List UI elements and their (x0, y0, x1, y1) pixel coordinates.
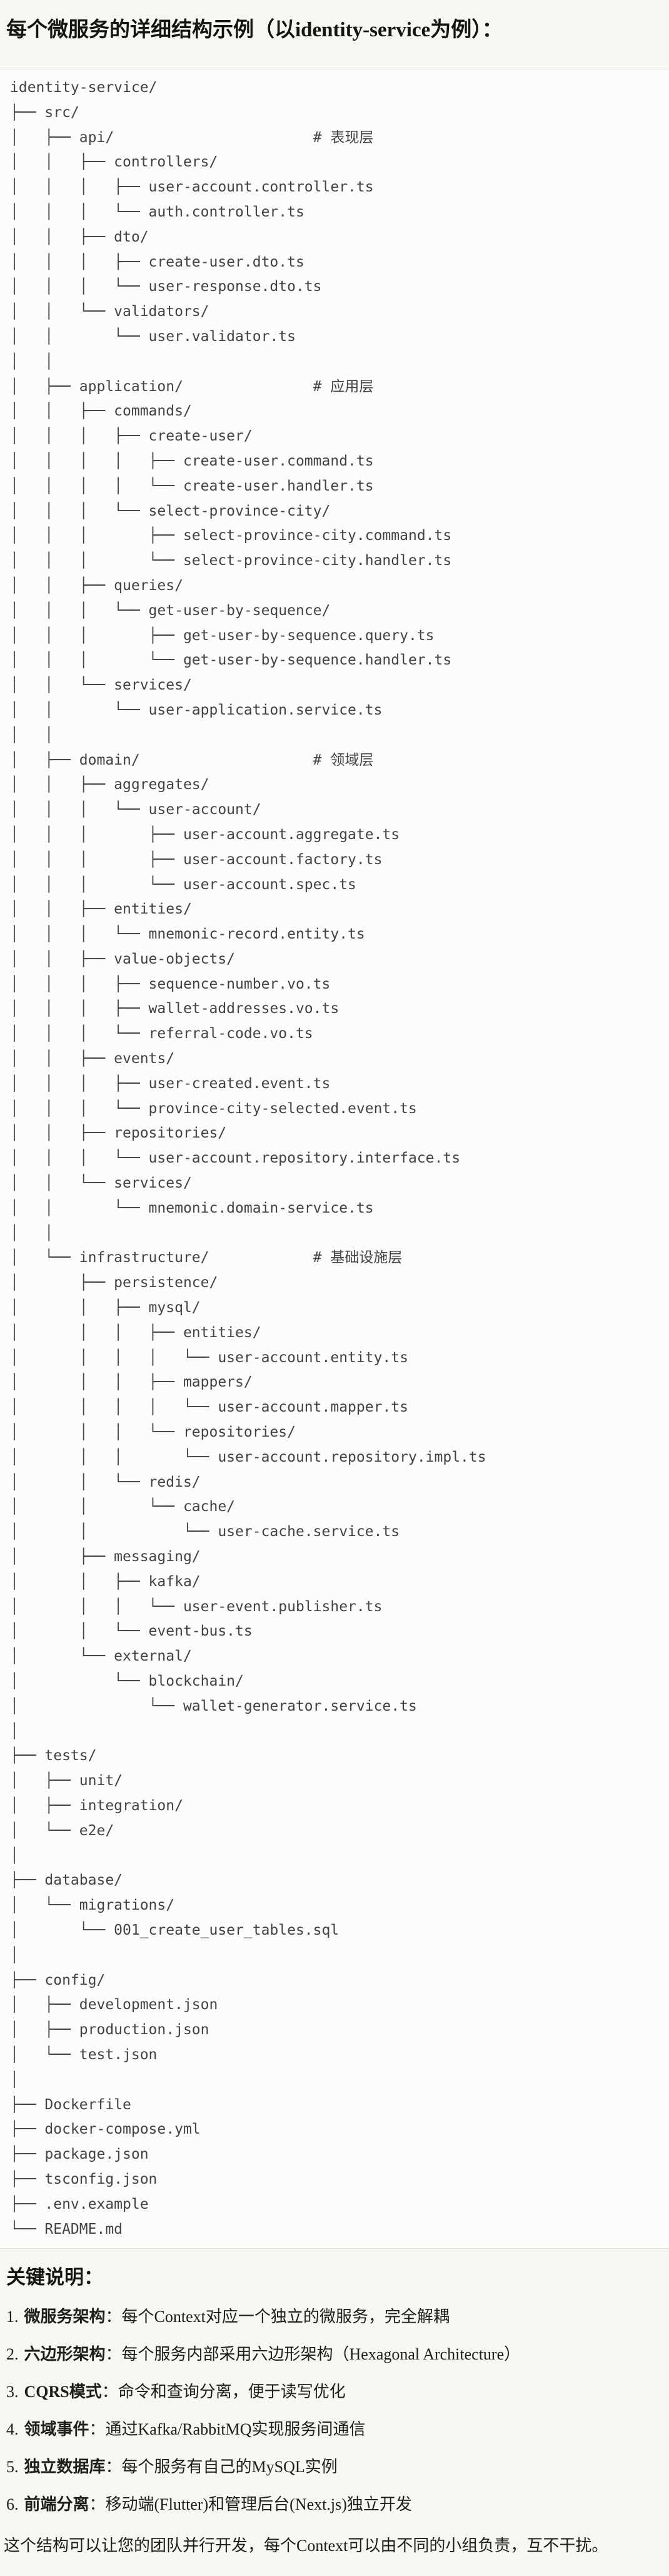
note-text: ：移动端(Flutter)和管理后台(Next.js)独立开发 (89, 2495, 412, 2514)
note-label: 六边形架构 (24, 2345, 106, 2364)
note-number: 3. (6, 2383, 19, 2401)
note-number: 4. (6, 2420, 19, 2439)
note-number: 6. (6, 2495, 19, 2514)
note-label: 微服务架构 (24, 2308, 106, 2326)
note-text: ：命令和查询分离，便于读写优化 (101, 2383, 346, 2401)
note-label: CQRS模式 (24, 2383, 102, 2401)
directory-tree: identity-service/ ├── src/ │ ├── api/ # … (10, 79, 486, 2237)
note-item: 2. 六边形架构：每个服务内部采用六边形架构（Hexagonal Architec… (0, 2344, 669, 2365)
note-number: 2. (6, 2345, 19, 2364)
note-label: 独立数据库 (24, 2458, 106, 2477)
note-text: ：每个Context对应一个独立的微服务，完全解耦 (105, 2308, 450, 2326)
note-text: ：每个服务有自己的MySQL实例 (105, 2458, 338, 2477)
note-number: 1. (6, 2308, 19, 2326)
note-label: 领域事件 (24, 2420, 89, 2439)
note-item: 5. 独立数据库：每个服务有自己的MySQL实例 (0, 2456, 669, 2478)
note-number: 5. (6, 2458, 19, 2477)
notes-list: 1. 微服务架构：每个Context对应一个独立的微服务，完全解耦 2. 六边形架构… (0, 2306, 669, 2515)
notes-heading: 关键说明： (6, 2266, 103, 2289)
note-text: ：通过Kafka/RabbitMQ实现服务间通信 (89, 2420, 366, 2439)
note-item: 3. CQRS模式：命令和查询分离，便于读写优化 (0, 2381, 669, 2403)
note-label: 前端分离 (24, 2495, 89, 2514)
code-block: identity-service/ ├── src/ │ ├── api/ # … (0, 69, 669, 2249)
note-item: 6. 前端分离：移动端(Flutter)和管理后台(Next.js)独立开发 (0, 2494, 669, 2515)
closing-note: 这个结构可以让您的团队并行开发，每个Context可以由不同的小组负责，互不干扰… (4, 2537, 608, 2555)
note-item: 1. 微服务架构：每个Context对应一个独立的微服务，完全解耦 (0, 2306, 669, 2328)
note-item: 4. 领域事件：通过Kafka/RabbitMQ实现服务间通信 (0, 2419, 669, 2440)
note-text: ：每个服务内部采用六边形架构（Hexagonal Architecture） (105, 2345, 521, 2364)
page-title: 每个微服务的详细结构示例（以identity-service为例）： (6, 19, 503, 41)
